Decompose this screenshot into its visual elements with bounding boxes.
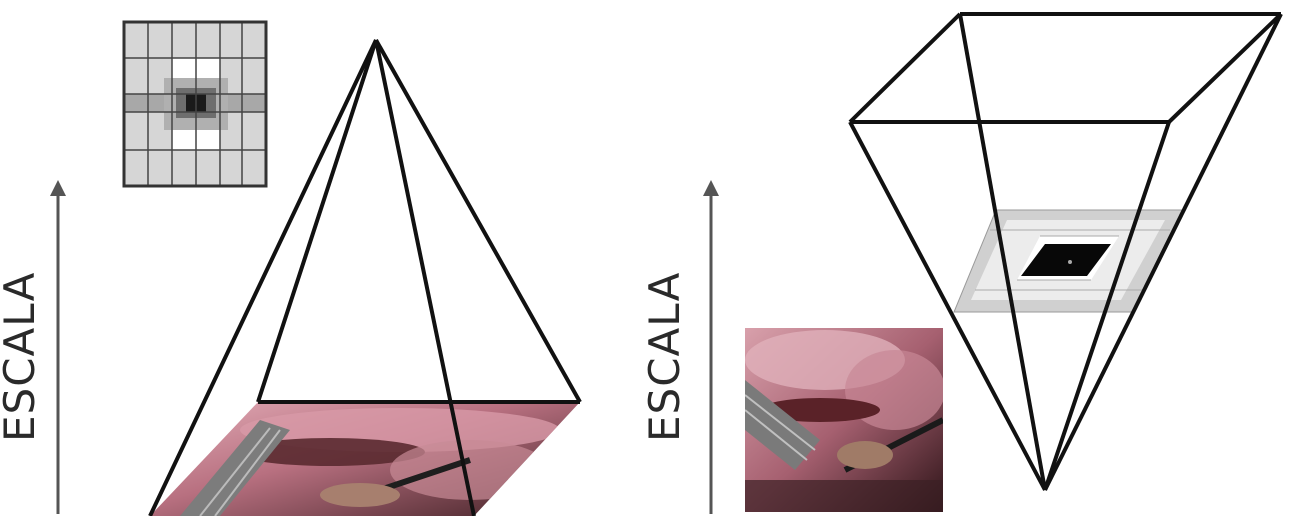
endoscopic-image-base	[140, 395, 590, 516]
filter-pyramid	[645, 0, 1290, 516]
endoscopic-image	[745, 328, 945, 512]
filter-slice	[954, 210, 1185, 312]
filter-kernel	[124, 22, 266, 186]
left-panel: ESCALA	[0, 0, 645, 516]
image-pyramid	[0, 0, 645, 516]
right-panel: ESCALA	[645, 0, 1290, 516]
